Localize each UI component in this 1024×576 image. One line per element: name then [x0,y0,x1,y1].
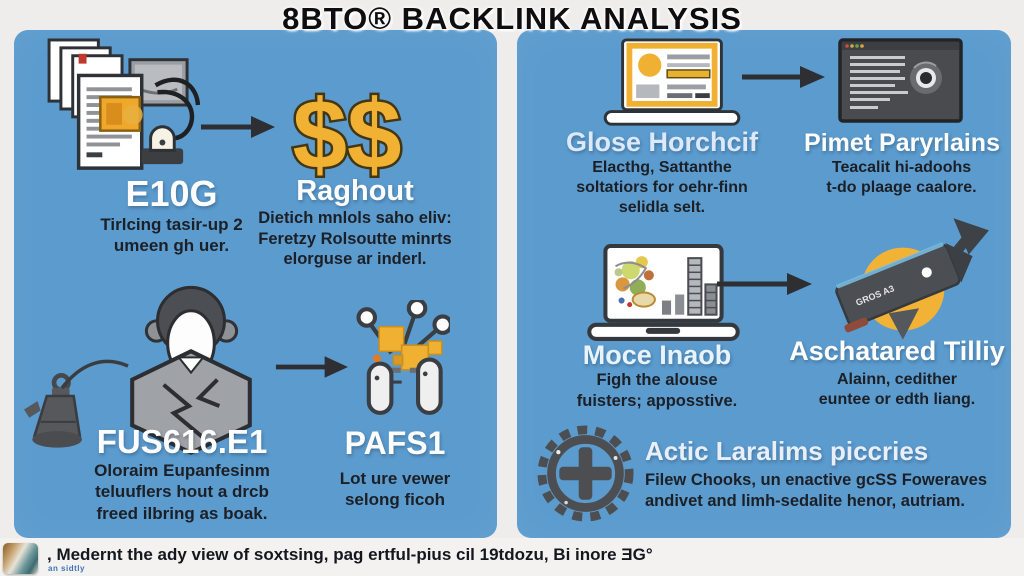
item-description: Elacthg, Sattanthe soltatiors for oehr-f… [517,158,807,218]
footer-caption: , Medernt the ady view of soxtsing, pag … [47,545,653,564]
item-heading: Aschatared Tilliy [789,336,1005,366]
item-description-line: elorguse ar inderl. [283,250,427,269]
item-heading: Pimet Paryrlains [804,129,1000,157]
item-description-line: t-do plaage caalore. [826,179,977,196]
item-description-line: Elacthg, Sattanthe [592,159,732,176]
item-description-line: soltatiors for oehr-finn [576,179,748,196]
item-description-line: Teacalit hi-adoohs [831,159,972,176]
rocket-growth-icon: GROS A3 [830,208,997,360]
laptop-chart-icon [585,244,742,345]
item-description-line: teluuflers hout a drcb [95,482,269,502]
item-heading: Moce Inaob [582,340,732,370]
item-description-line: Alainn, cedither [836,371,958,388]
item-description-line: selidla selt. [618,199,706,216]
item-heading: PAFS1 [344,425,446,461]
item-heading: FUS616.E1 [96,423,268,460]
page-title: 8BTO® BACKLINK ANALYSIS [282,1,742,36]
item-description: Tirlcing tasir-up 2 umeen gh uer. [19,214,324,257]
item-description-line: Oloraim Eupanfesinm [94,461,270,480]
item-heading: Glose Horchcif [565,127,759,157]
item-description: Alainn, cedither euntee or edth liang. [772,370,1022,410]
footer-bar [0,538,1024,576]
documents-stack-icon [39,38,207,176]
dollar-glyphs: $$ [292,82,401,182]
left-panel: E10G Tirlcing tasir-up 2 umeen gh uer. $… [14,30,497,538]
item-description-line: fuisters; apposstive. [576,391,738,410]
item-description-line: Lot ure vewer [339,469,451,488]
item-heading: Raghout [296,175,414,207]
item-description-line: umeen gh uer. [113,236,230,256]
item-description-line: Filew Chooks, un enactive gcSS Foweraves [645,471,988,489]
item-description-line: andivet and limh-sedalite henor, autriam… [645,491,965,510]
connector-line [60,350,130,392]
item-description-line: Figh the alouse [596,371,718,389]
bell-weight-icon [22,372,84,450]
item-description: Oloraim Eupanfesinm teluuflers hout a dr… [27,460,337,524]
person-icon [118,278,265,456]
arrow-right-icon [715,272,812,296]
item-description-line: Dietich mnlols saho eliv: [258,209,452,227]
item-description: Filew Chooks, un enactive gcSS Foweraves… [645,470,1007,511]
terminal-window-icon [838,38,963,123]
item-description: Teacalit hi-adoohs t-do plaage caalore. [789,158,1014,198]
item-description: Lot ure vewer selong ficoh [280,468,510,511]
network-link-icon [342,300,450,418]
arrow-right-icon [199,114,275,140]
arrow-right-icon [740,64,825,90]
item-description-line: selong ficoh [344,490,446,510]
dollar-icon: $$ [277,82,417,182]
item-description: Dietich mnlols saho eliv: Feretzy Rolsou… [205,208,505,270]
item-description: Figh the alouse fuisters; apposstive. [517,370,797,411]
laptop-browser-icon [597,38,747,130]
avatar-thumbnail [3,543,38,574]
item-description-line: freed ilbring as boak. [96,503,268,523]
item-description-line: euntee or edth liang. [818,391,976,408]
item-heading: Actic Laralims piccries [645,436,929,466]
item-description-line: Tirlcing tasir-up 2 [100,215,243,234]
arrow-right-icon [274,354,348,380]
item-heading: E10G [125,173,218,214]
gear-plus-icon [537,425,634,522]
right-panel: Glose Horchcif Elacthg, Sattanthe soltat… [517,30,1011,538]
footer-subcaption: an sidtly [48,564,85,573]
item-description-line: Feretzy Rolsoutte minrts [258,229,452,248]
